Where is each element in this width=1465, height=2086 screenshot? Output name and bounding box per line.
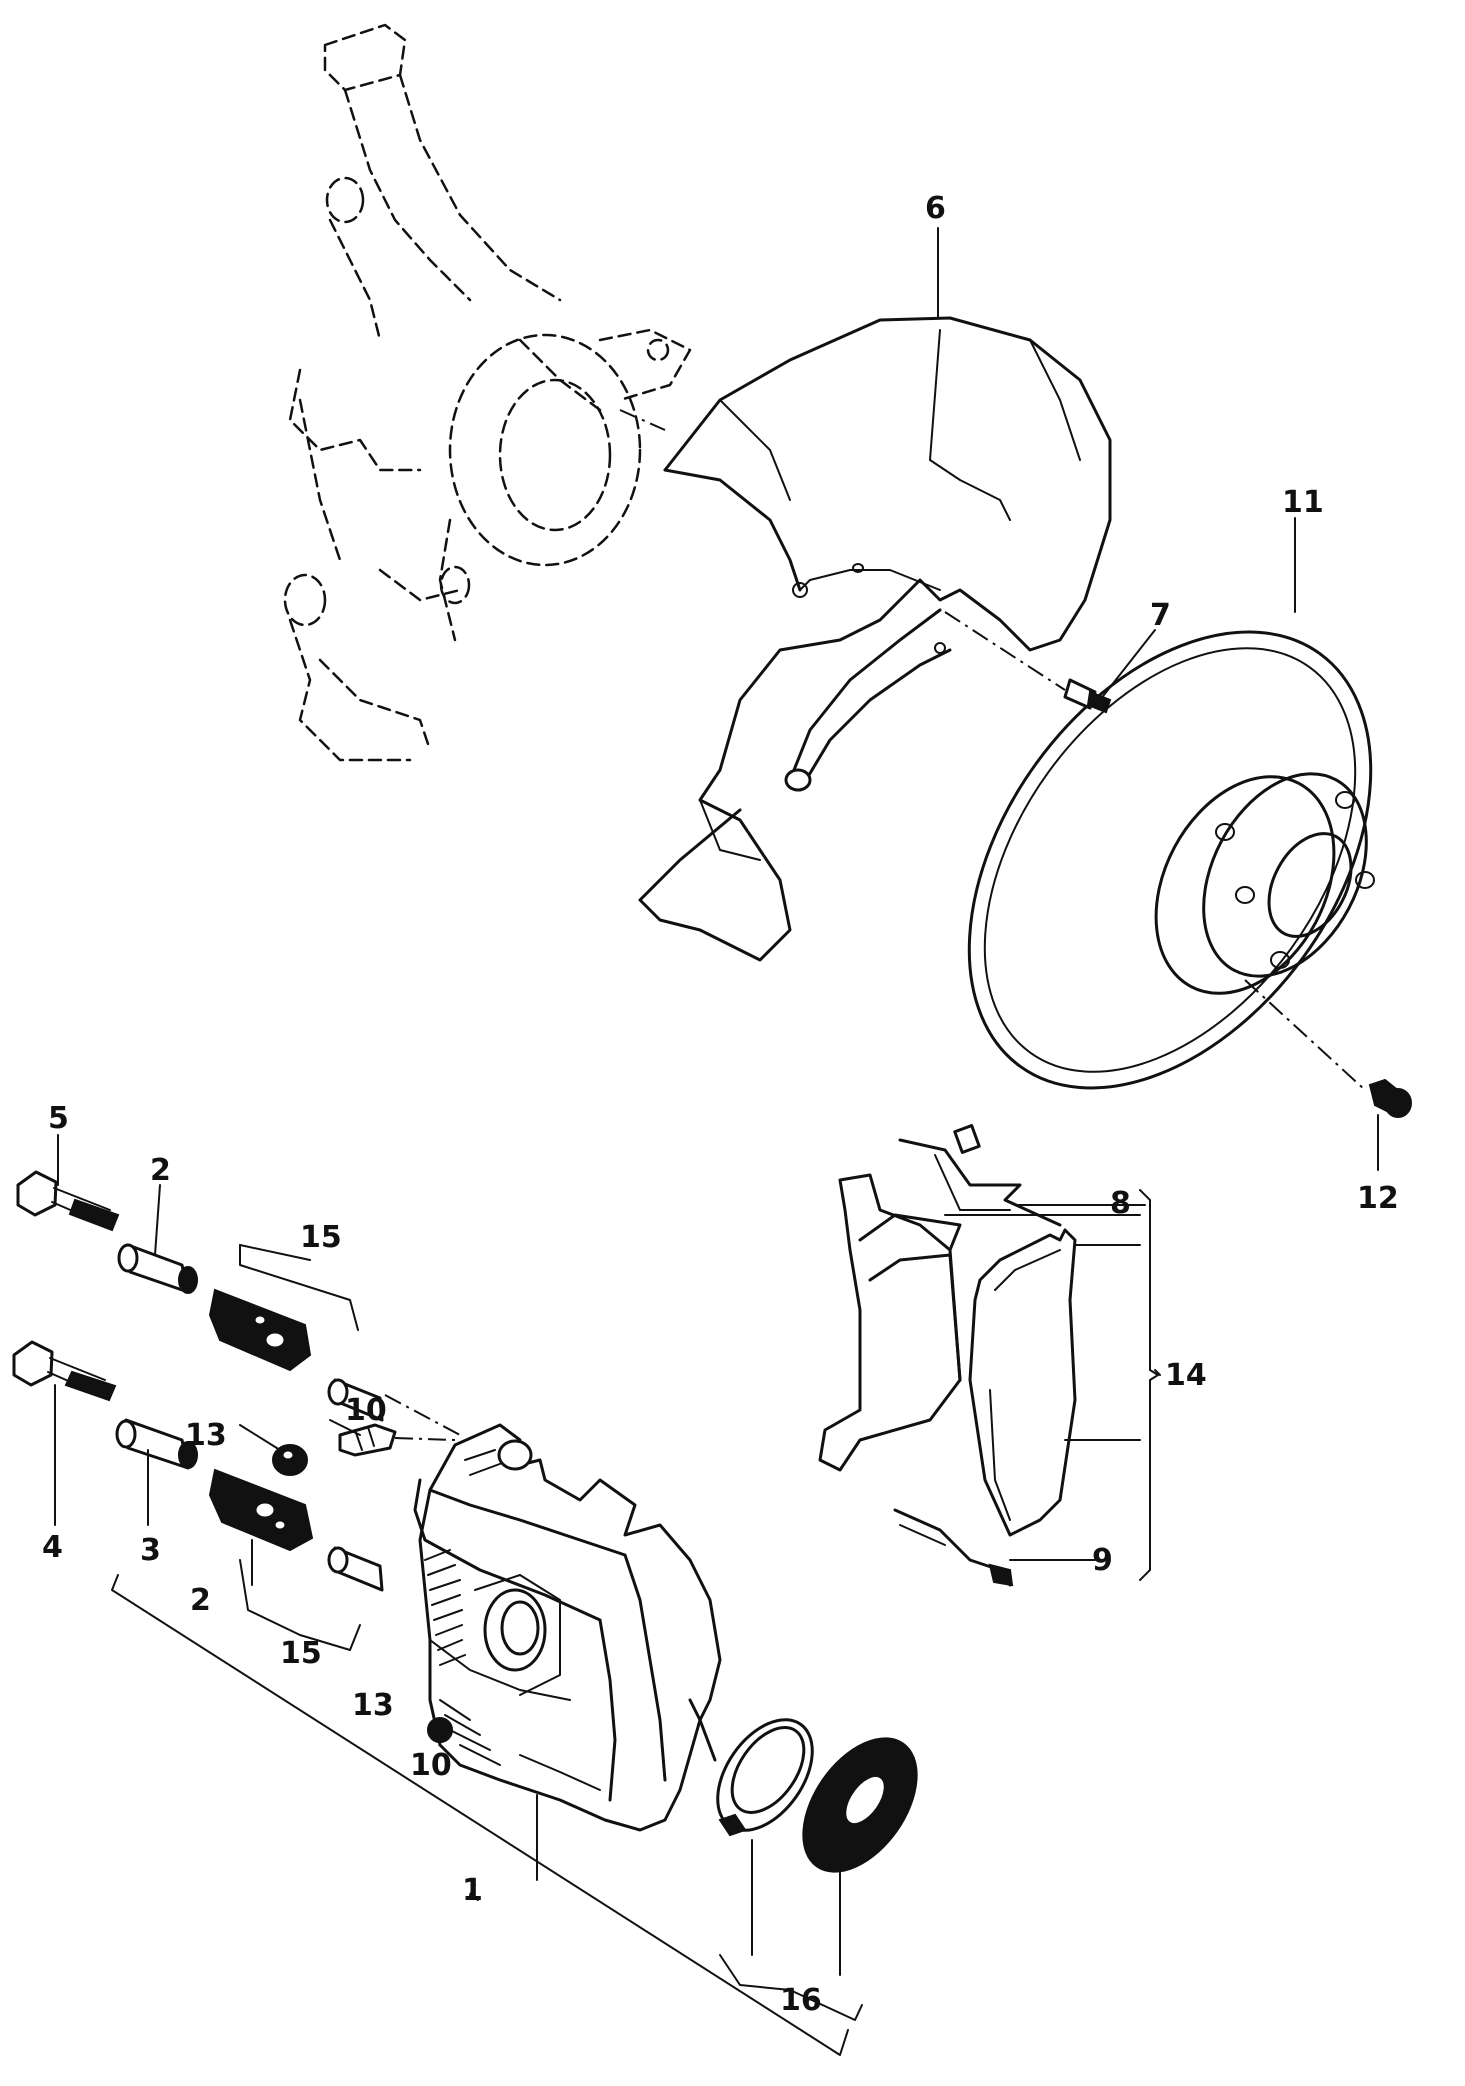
callout-16: 16: [780, 1983, 822, 2018]
callout-15-upper: 15: [300, 1220, 342, 1255]
callout-14: 14: [1165, 1358, 1207, 1393]
brake-disc: [967, 630, 1375, 1091]
callout-7: 7: [1150, 598, 1171, 633]
leader-lines: [54, 227, 1379, 2056]
bleeder-cap: [272, 1444, 308, 1476]
dust-boot-upper: [208, 1288, 384, 1422]
callout-4: 4: [42, 1530, 63, 1565]
callout-11: 11: [1282, 485, 1324, 520]
callout-10-lower: 10: [410, 1748, 452, 1783]
callout-8: 8: [1110, 1186, 1131, 1221]
callout-15-lower: 15: [280, 1636, 322, 1671]
guide-sleeve-upper: [117, 1243, 198, 1294]
callout-12: 12: [1357, 1181, 1399, 1216]
callout-2-lower: 2: [190, 1583, 211, 1618]
callout-5: 5: [48, 1101, 69, 1136]
splash-shield: [619, 316, 1112, 962]
callout-13-upper: 13: [185, 1418, 227, 1453]
piston-seal-ring: [716, 1718, 814, 1837]
callout-3: 3: [140, 1533, 161, 1568]
disc-screw: [1368, 1078, 1412, 1118]
dust-boot-lower: [208, 1468, 384, 1592]
callout-1: 1: [462, 1873, 483, 1908]
bleeder-valve: [338, 1423, 456, 1457]
callout-9: 9: [1092, 1543, 1113, 1578]
axis-line: [384, 1394, 461, 1436]
brake-pad-set: [818, 1124, 1159, 1587]
callout-13-lower: 13: [352, 1688, 394, 1723]
callout-2-upper: 2: [150, 1153, 171, 1188]
guide-bolt-lower: [12, 1340, 117, 1402]
callout-6: 6: [925, 191, 946, 226]
guide-bolt-upper: [16, 1170, 120, 1232]
piston-boot: [802, 1737, 918, 1873]
shield-bolt: [944, 611, 1112, 714]
guide-sleeve-lower: [115, 1418, 198, 1470]
callout-10-upper: 10: [345, 1393, 387, 1428]
callout-labels: 6 11 7 12 8 14 9 5 2 15 10 13 4 3 2 15 1…: [42, 191, 1399, 2018]
steering-knuckle-outline: [283, 23, 692, 762]
caliper-housing: [413, 1423, 722, 1832]
